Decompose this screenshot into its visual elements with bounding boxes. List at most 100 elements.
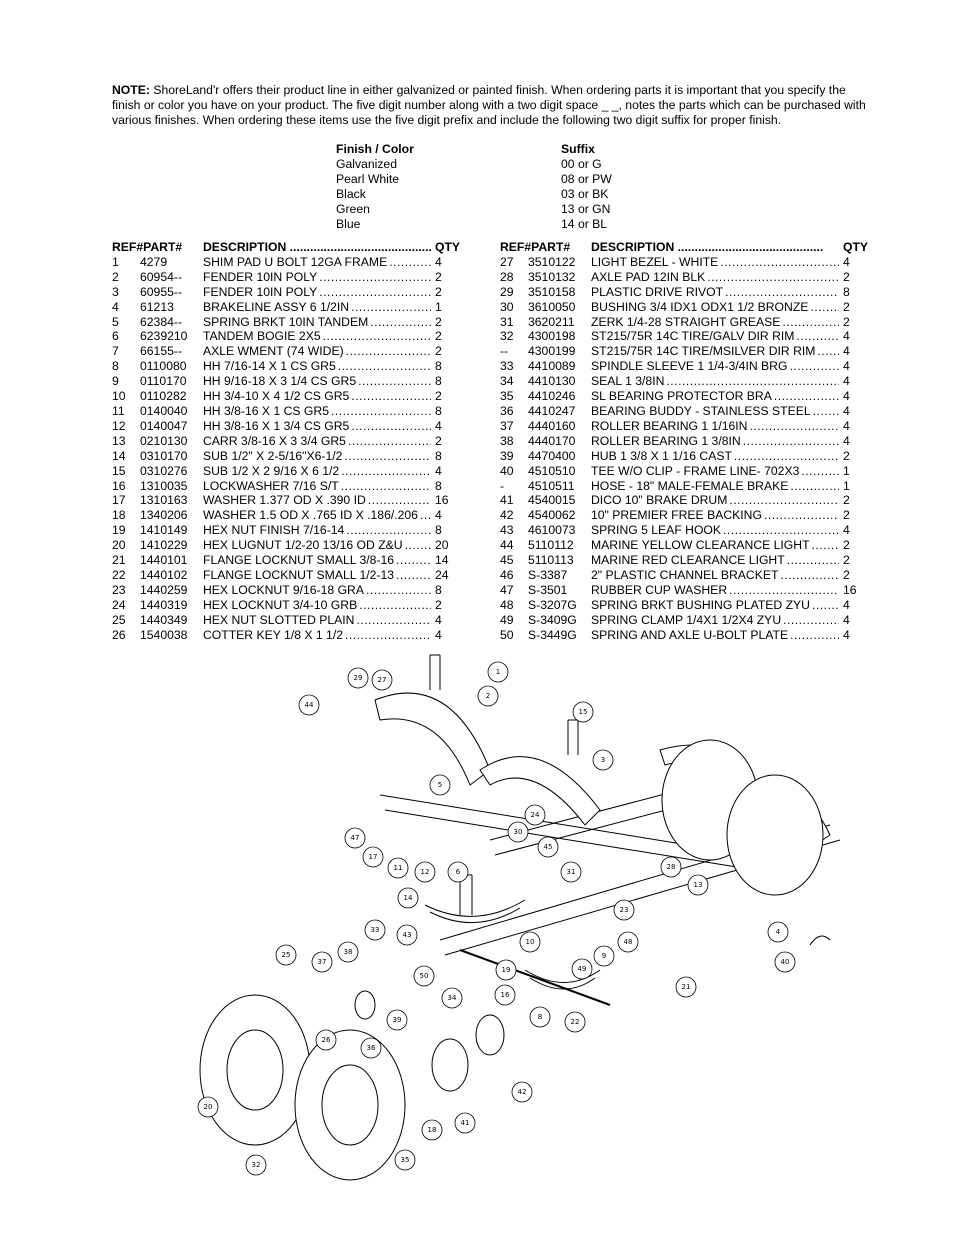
description-text: SPRING AND AXLE U-BOLT PLATE [591, 627, 789, 642]
parts-header-row: REF#PART# DESCRIPTION ..................… [500, 240, 868, 255]
part-number: 1440319 [140, 597, 188, 612]
description-text: HH 3/8-16 X 1 3/4 CS GR5 [203, 418, 350, 433]
callout-number: 6 [456, 868, 461, 876]
tire [726, 774, 824, 896]
callout-3: 3 [592, 749, 614, 771]
quantity: 4 [843, 344, 850, 359]
description-text: LIGHT BEZEL - WHITE [591, 254, 719, 269]
callout-circle [447, 861, 469, 883]
callout-23: 23 [613, 899, 635, 921]
callout-number: 3 [601, 756, 605, 764]
description-text: FENDER 10IN POLY [203, 284, 318, 299]
ref-number: 17 [112, 493, 126, 508]
callout-45: 45 [537, 836, 559, 858]
ref-number: 4 [112, 299, 119, 314]
leader-dots [403, 538, 431, 553]
leader-dots [664, 374, 839, 389]
part-description: HUB 1 3/8 X 1 1/16 CAST [591, 449, 839, 464]
callout-number: 25 [282, 951, 291, 959]
ref-number: 20 [112, 538, 126, 553]
part-number: 66155-- [140, 344, 183, 359]
description-text: PLASTIC DRIVE RIVOT [591, 284, 724, 299]
leader-dots [321, 329, 431, 344]
callout-42: 42 [511, 1081, 533, 1103]
callout-14: 14 [397, 887, 419, 909]
description-text: HH 9/16-18 X 3 1/4 CS GR5 [203, 374, 357, 389]
quantity: 4 [435, 418, 442, 433]
leader-dots [349, 419, 431, 434]
callout-number: 32 [252, 1161, 261, 1169]
quantity: 24 [435, 567, 449, 582]
part-description: DICO 10" BRAKE DRUM [591, 493, 839, 508]
callout-number: 15 [579, 708, 588, 716]
callout-number: 35 [401, 1156, 410, 1164]
callout-37: 37 [311, 951, 333, 973]
part-number: 6239210 [140, 329, 188, 344]
description-text: TEE W/O CLIP - FRAME LINE- 702X3 [591, 463, 800, 478]
finish-header: Finish / Color [336, 142, 414, 156]
rim [321, 1064, 379, 1146]
quantity: 2 [435, 269, 442, 284]
callout-circle [360, 1037, 382, 1059]
description-text: FENDER 10IN POLY [203, 269, 318, 284]
ref-number: 9 [112, 374, 119, 389]
part-number: 1540038 [140, 627, 188, 642]
part-description: HEX LUGNUT 1/2-20 13/16 OD Z&U [203, 538, 431, 553]
callout-circle [396, 924, 418, 946]
leader-dots [356, 374, 431, 389]
leader-dots [787, 359, 839, 374]
leader-dots [364, 583, 431, 598]
callout-19: 19 [495, 959, 517, 981]
part-description: HH 3/8-16 X 1 3/4 CS GR5 [203, 419, 431, 434]
part-number: 0110282 [140, 389, 187, 404]
leader-dots [349, 300, 431, 315]
ref-number: 32 [500, 329, 514, 344]
callout-12: 12 [414, 861, 436, 883]
leader-dots [368, 315, 431, 330]
quantity: 1 [843, 463, 850, 478]
callout-number: 13 [694, 881, 703, 889]
leader-dots [357, 598, 431, 613]
callout-circle [572, 701, 594, 723]
leader-dots [811, 404, 839, 419]
callout-circle [592, 749, 614, 771]
part-number: 0110170 [140, 374, 187, 389]
callout-circle [617, 931, 639, 953]
parts-list-left: REF#PART# DESCRIPTION ..................… [112, 240, 460, 642]
finish-name: Black [336, 187, 366, 201]
description-text: HH 7/16-14 X 1 CS GR5 [203, 359, 336, 374]
description-text: DICO 10" BRAKE DRUM [591, 493, 728, 508]
ref-number: 50 [500, 627, 514, 642]
part-number: S-3207G [528, 597, 577, 612]
ref-number: 49 [500, 612, 514, 627]
callout-21: 21 [675, 976, 697, 998]
part-number: 0110080 [140, 359, 187, 374]
part-description: BUSHING 3/4 IDX1 ODX1 1/2 BRONZE [591, 300, 839, 315]
part-number: 4440170 [528, 433, 576, 448]
quantity: 2 [843, 508, 850, 523]
ref-number: 44 [500, 538, 514, 553]
part-number: 1410229 [140, 538, 188, 553]
callout-35: 35 [394, 1149, 416, 1171]
quantity: 4 [843, 523, 850, 538]
callout-38: 38 [337, 941, 359, 963]
description-text: SPRING CLAMP 1/4X1 1/2X4 ZYU [591, 612, 782, 627]
part-description: MARINE RED CLEARANCE LIGHT [591, 553, 839, 568]
description-text: HOSE - 18" MALE-FEMALE BRAKE [591, 478, 789, 493]
description-text: SPRING BRKT BUSHING PLATED ZYU [591, 597, 810, 612]
quantity: 4 [435, 254, 442, 269]
leader-dots [344, 523, 431, 538]
callout-circle [571, 958, 593, 980]
callout-circle [197, 1096, 219, 1118]
callout-circle [593, 945, 615, 967]
description-text: ROLLER BEARING 1 1/16IN [591, 418, 748, 433]
